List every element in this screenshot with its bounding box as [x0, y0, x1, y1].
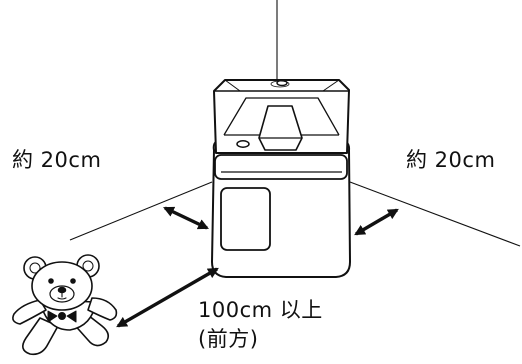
left-clearance-arrow — [163, 206, 209, 230]
room-corner-lines — [69, 0, 521, 247]
water-fountain-device — [211, 79, 351, 278]
front-direction-label: (前方) — [198, 327, 259, 351]
device-band — [214, 154, 348, 180]
clearance-arrows — [116, 206, 399, 328]
front-clearance-arrow — [116, 267, 219, 328]
floor-left-line — [69, 181, 213, 241]
bow-tie-icon — [47, 310, 77, 323]
right-clearance-arrow — [354, 208, 399, 236]
floor-right-line — [349, 181, 521, 247]
teddy-bear-icon — [12, 254, 118, 356]
device-window — [220, 187, 271, 251]
device-button — [236, 140, 250, 148]
front-clearance-label: 100cm 以上 — [198, 298, 323, 322]
left-clearance-label: 約 20cm — [12, 148, 102, 172]
right-clearance-label: 約 20cm — [406, 148, 496, 172]
